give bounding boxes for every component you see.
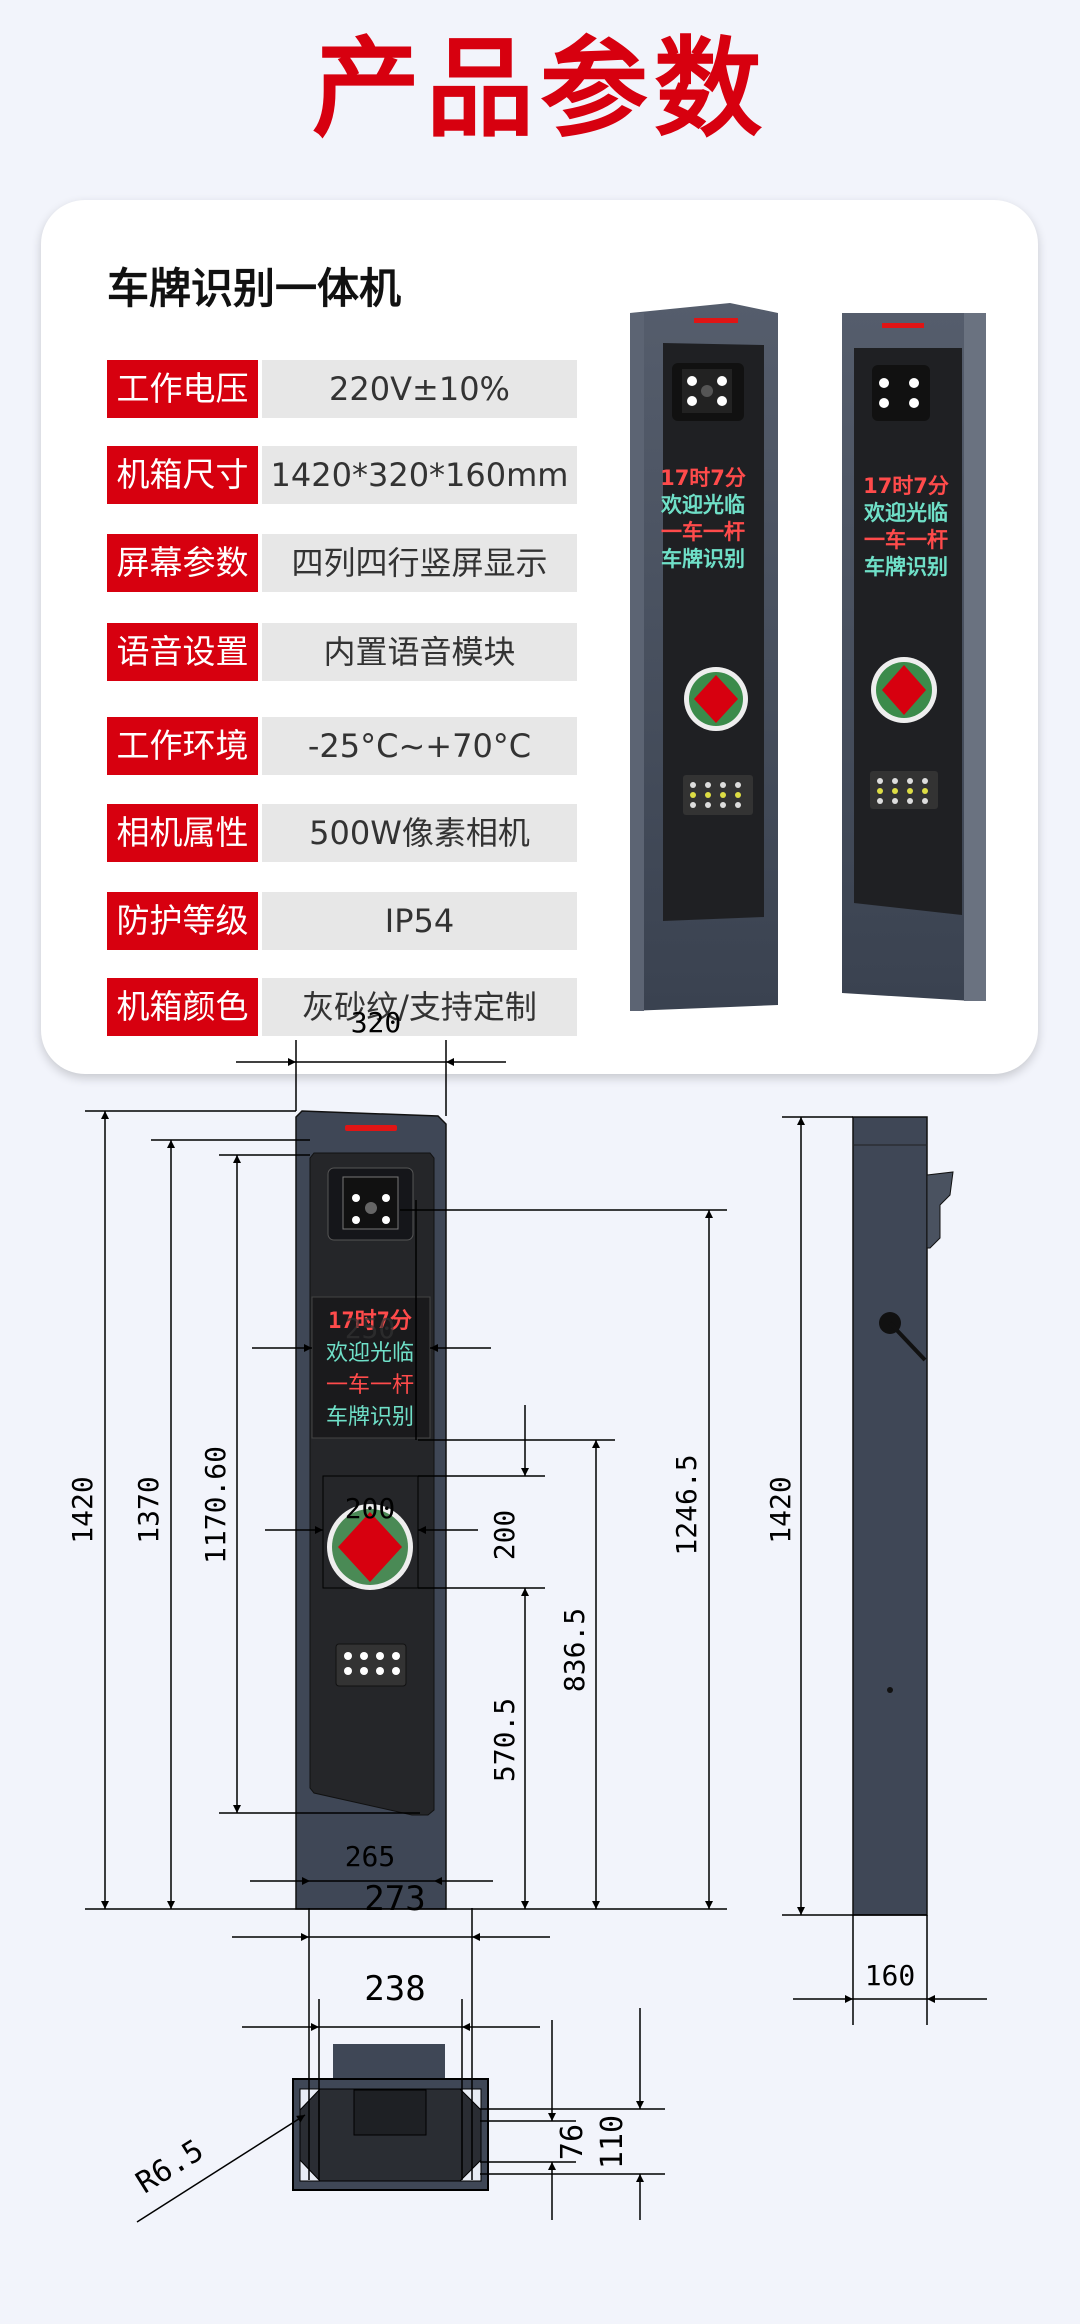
dim-label: 1370: [132, 1476, 165, 1543]
led-line: 17时7分: [328, 1309, 412, 1334]
led-line: 欢迎光临: [326, 1341, 414, 1366]
base-section-view: [292, 2044, 489, 2191]
dim-radius-label: R6.5: [130, 2133, 210, 2201]
spec-value: 灰砂纹/支持定制: [262, 978, 577, 1036]
dim-label: 570.5: [488, 1698, 521, 1782]
spec-label: 相机属性: [107, 804, 258, 862]
dim-label: 250: [345, 1312, 396, 1345]
led-line: 一车一杆: [326, 1373, 414, 1398]
product-image-front: 17时7分 欢迎光临 一车一杆 车牌识别: [630, 303, 780, 1011]
page-title: 产品参数: [311, 27, 768, 152]
spec-row: 工作环境-25°C~+70°C: [107, 717, 577, 775]
dimension-lines: [85, 1040, 727, 1910]
spec-label: 工作电压: [107, 360, 258, 418]
led-line: 欢迎光临: [661, 493, 745, 517]
product-name: 车牌识别一体机: [107, 264, 402, 313]
spec-value: 500W像素相机: [262, 804, 577, 862]
dim-height-label: 1420: [764, 1476, 797, 1543]
dim-label: 200: [488, 1510, 521, 1561]
side-view: [852, 1116, 954, 1916]
spec-row: 屏幕参数四列四行竖屏显示: [107, 534, 577, 592]
side-dimension-lines: [782, 1116, 987, 2025]
dim-label: 1170.60: [199, 1446, 232, 1564]
spec-label: 机箱尺寸: [107, 446, 258, 504]
dim-inner-width-label: 238: [364, 1969, 425, 2009]
led-line: 欢迎光临: [864, 501, 948, 525]
led-line: 一车一杆: [864, 528, 948, 552]
dim-outer-width-label: 273: [364, 1879, 425, 1919]
spec-row: 机箱颜色灰砂纹/支持定制: [107, 978, 577, 1036]
spec-label: 工作环境: [107, 717, 258, 775]
led-line: 车牌识别: [326, 1405, 414, 1430]
spec-value: -25°C~+70°C: [262, 717, 577, 775]
dim-label: 200: [345, 1492, 396, 1525]
spec-value: 四列四行竖屏显示: [262, 534, 577, 592]
spec-value: IP54: [262, 892, 577, 950]
dim-label: 1246.5: [670, 1454, 703, 1555]
front-view: [295, 1110, 447, 1910]
led-line: 车牌识别: [864, 555, 948, 579]
spec-label: 屏幕参数: [107, 534, 258, 592]
product-image-angle: 17时7分 欢迎光临 一车一杆 车牌识别: [842, 313, 987, 1003]
spec-label: 机箱颜色: [107, 978, 258, 1036]
spec-label: 语音设置: [107, 623, 258, 681]
base-dimension-lines: [136, 1908, 665, 2223]
dim-depth-label: 160: [865, 1959, 916, 1992]
spec-value: 1420*320*160mm: [262, 446, 577, 504]
led-line: 17时7分: [863, 474, 949, 498]
dim-height-label: 1420: [66, 1476, 99, 1543]
led-line: 17时7分: [660, 466, 746, 490]
spec-label: 防护等级: [107, 892, 258, 950]
dim-label: 76: [555, 2124, 590, 2160]
led-line: 一车一杆: [661, 520, 745, 544]
led-display: 17时7分 欢迎光临 一车一杆 车牌识别: [842, 473, 970, 581]
spec-row: 语音设置内置语音模块: [107, 623, 577, 681]
dim-label: 836.5: [558, 1608, 591, 1692]
dim-width-label: 320: [351, 1006, 402, 1039]
dim-label: 265: [345, 1840, 396, 1873]
dim-label: 110: [595, 2115, 630, 2169]
spec-value: 内置语音模块: [262, 623, 577, 681]
led-display: 17时7分 欢迎光临 一车一杆 车牌识别: [638, 465, 768, 573]
led-line: 车牌识别: [661, 547, 745, 571]
spec-value: 220V±10%: [262, 360, 577, 418]
